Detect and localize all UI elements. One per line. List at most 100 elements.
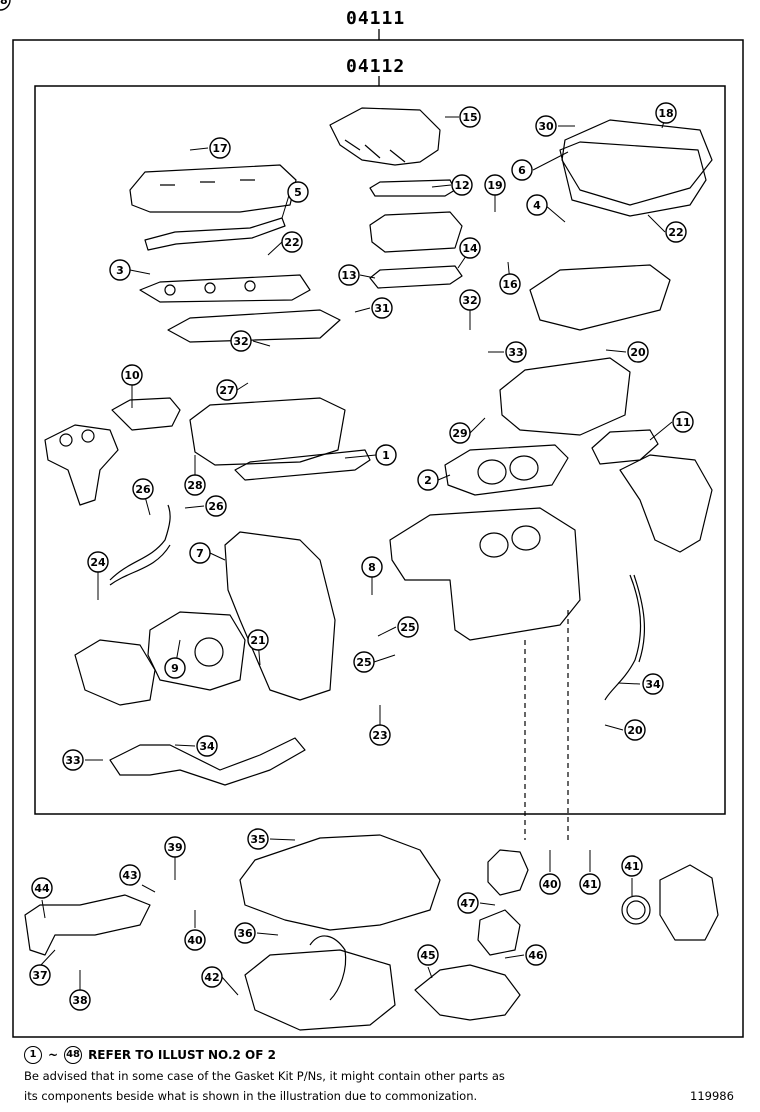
callout-circle <box>665 221 687 243</box>
callout-36: 36 <box>234 922 256 944</box>
rear-oil-seal <box>621 895 651 925</box>
callout-26: 26 <box>205 495 227 517</box>
callout-number: 43 <box>122 869 137 882</box>
callout-number: 12 <box>454 179 469 192</box>
oil-pan-lower <box>244 949 396 1031</box>
callout-number: 27 <box>219 384 234 397</box>
callout-number: 26 <box>135 483 151 496</box>
callout-30: 30 <box>535 115 557 137</box>
callout-number: 7 <box>196 547 204 560</box>
callout-number: 42 <box>204 971 219 984</box>
callout-44: 44 <box>31 877 53 899</box>
callout-number: 46 <box>528 949 544 962</box>
callout-circle <box>247 828 269 850</box>
callout-number: 18 <box>658 107 673 120</box>
exhaust-manifold-left <box>44 424 119 506</box>
callout-circle <box>87 551 109 573</box>
callout-circle <box>0 0 11 11</box>
callout-circle <box>499 273 521 295</box>
inner-kit-frame <box>34 85 726 815</box>
callout-circle <box>459 237 481 259</box>
callout-circle <box>119 864 141 886</box>
callout-circle <box>361 556 383 578</box>
callout-21: 21 <box>247 629 269 651</box>
head-gasket-right <box>444 444 569 496</box>
callout-circle <box>459 289 481 311</box>
footer-range-note: 1 ~ 48 REFER TO ILLUST NO.2 OF 2 <box>24 1046 276 1064</box>
callout-4: 4 <box>526 194 548 216</box>
callout-number: 22 <box>668 226 683 239</box>
callout-number: 5 <box>294 186 302 199</box>
callout-number: 11 <box>675 416 690 429</box>
valve-cover-right <box>561 119 713 206</box>
callout-43: 43 <box>119 864 141 886</box>
callout-26: 26 <box>132 478 154 500</box>
callout-number: 9 <box>171 662 179 675</box>
callout-13: 13 <box>338 264 360 286</box>
callout-number: 14 <box>462 242 478 255</box>
callout-5: 5 <box>287 181 309 203</box>
callout-number: 45 <box>420 949 435 962</box>
callout-number: 28 <box>187 479 202 492</box>
callout-number: 41 <box>624 860 639 873</box>
callout-circle <box>31 877 53 899</box>
oil-cooler <box>477 909 521 956</box>
callout-37: 37 <box>29 964 51 986</box>
timing-chain-cover <box>224 531 336 701</box>
callout-number: 25 <box>400 621 415 634</box>
callout-circle <box>121 364 143 386</box>
callout-23: 23 <box>369 724 391 746</box>
callout-circle <box>184 929 206 951</box>
kit-outer-code: 04111 <box>346 8 406 29</box>
callout-circle <box>29 964 51 986</box>
callout-15: 15 <box>459 106 481 128</box>
callout-circle <box>230 330 252 352</box>
callout-number: 33 <box>65 754 80 767</box>
callout-number: 10 <box>124 369 140 382</box>
callout-circle <box>484 174 506 196</box>
camshaft-housing-left <box>167 309 341 343</box>
callout-circle <box>621 855 643 877</box>
range-note-text: REFER TO ILLUST NO.2 OF 2 <box>88 1048 276 1062</box>
callout-40: 40 <box>184 929 206 951</box>
callout-circle <box>672 411 694 433</box>
outer-kit-frame <box>12 39 744 1038</box>
callout-number: 8 <box>368 561 376 574</box>
callout-circle <box>417 469 439 491</box>
callout-9: 9 <box>164 657 186 679</box>
callout-number: 41 <box>582 878 597 891</box>
valve-cover-gasket-left <box>144 217 286 251</box>
callout-circle <box>184 474 206 496</box>
callout-circle <box>642 673 664 695</box>
callout-39: 39 <box>164 836 186 858</box>
callout-number: 25 <box>356 656 371 669</box>
illustration-number: 119986 <box>690 1089 734 1103</box>
callout-40: 40 <box>539 873 561 895</box>
callout-41: 41 <box>621 855 643 877</box>
callout-circle <box>287 181 309 203</box>
callout-circle <box>281 231 303 253</box>
callout-48: 48 <box>0 0 11 11</box>
callout-46: 46 <box>525 944 547 966</box>
callout-18: 18 <box>655 102 677 124</box>
intake-gasket-lower <box>369 265 463 289</box>
callout-circle <box>451 174 473 196</box>
callout-number: 31 <box>374 302 389 315</box>
callout-number: 15 <box>462 111 477 124</box>
callout-19: 19 <box>484 174 506 196</box>
water-inlet-housing <box>24 894 151 956</box>
callout-circle <box>459 106 481 128</box>
callout-circle <box>369 724 391 746</box>
callout-number: 13 <box>341 269 356 282</box>
callout-circle <box>69 989 91 1011</box>
callout-circle <box>511 159 533 181</box>
callout-number: 16 <box>502 278 518 291</box>
callout-42: 42 <box>201 966 223 988</box>
callout-7: 7 <box>189 542 211 564</box>
cylinder-head-left <box>189 397 346 466</box>
intake-manifold <box>369 211 463 253</box>
callout-number: 48 <box>0 0 8 7</box>
callout-number: 36 <box>237 927 253 940</box>
callout-11: 11 <box>672 411 694 433</box>
